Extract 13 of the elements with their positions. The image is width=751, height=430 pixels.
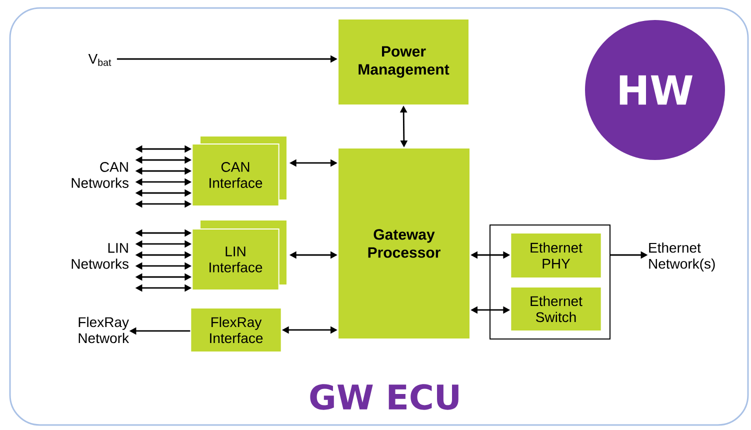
block-box: Gateway Processor: [338, 148, 470, 340]
block-box: Power Management: [338, 18, 470, 106]
label-text: LIN Networks: [72, 243, 128, 269]
label-text: CAN Networks: [72, 162, 128, 188]
label-text: Ethernet Network(s): [649, 242, 715, 272]
block-box: CAN Interface: [192, 143, 280, 206]
block-box: Ethernet PHY: [510, 232, 602, 278]
block-box: Ethernet Switch: [510, 286, 602, 332]
label-text: V$_{bat}$: [88, 54, 112, 66]
block-box: LIN Interface: [192, 228, 280, 290]
block-box: FlexRay Interface: [190, 307, 282, 352]
label-text: FlexRay Network: [78, 316, 130, 344]
diagram-title: GW ECU: [310, 384, 458, 410]
